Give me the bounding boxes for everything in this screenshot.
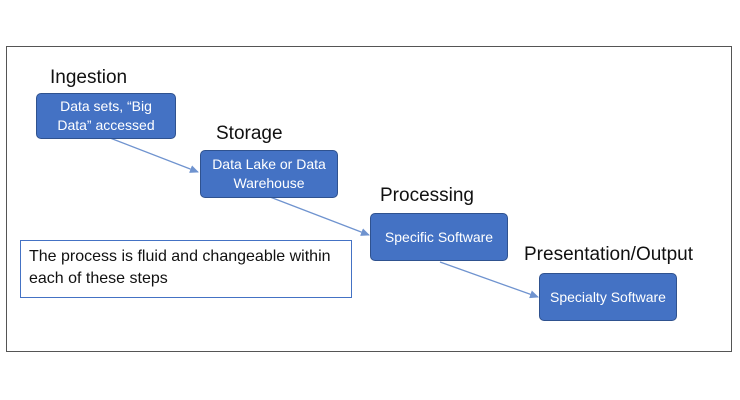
step-title-ingestion: Ingestion (50, 67, 128, 88)
step-title-processing: Processing (380, 185, 474, 206)
arrow-ingestion-to-storage (109, 137, 199, 173)
note-text-box: The process is fluid and changeable with… (20, 240, 352, 298)
step-box-processing: Specific Software (370, 213, 508, 261)
step-title-presentation: Presentation/Output (524, 244, 693, 265)
diagram-frame (6, 46, 732, 352)
arrow-storage-to-processing (269, 196, 370, 236)
step-box-presentation: Specialty Software (539, 273, 677, 321)
step-box-ingestion: Data sets, “Big Data” accessed (36, 93, 176, 139)
arrow-processing-to-presentation (439, 261, 539, 299)
step-title-storage: Storage (216, 123, 283, 144)
step-box-storage: Data Lake or Data Warehouse (200, 150, 338, 198)
